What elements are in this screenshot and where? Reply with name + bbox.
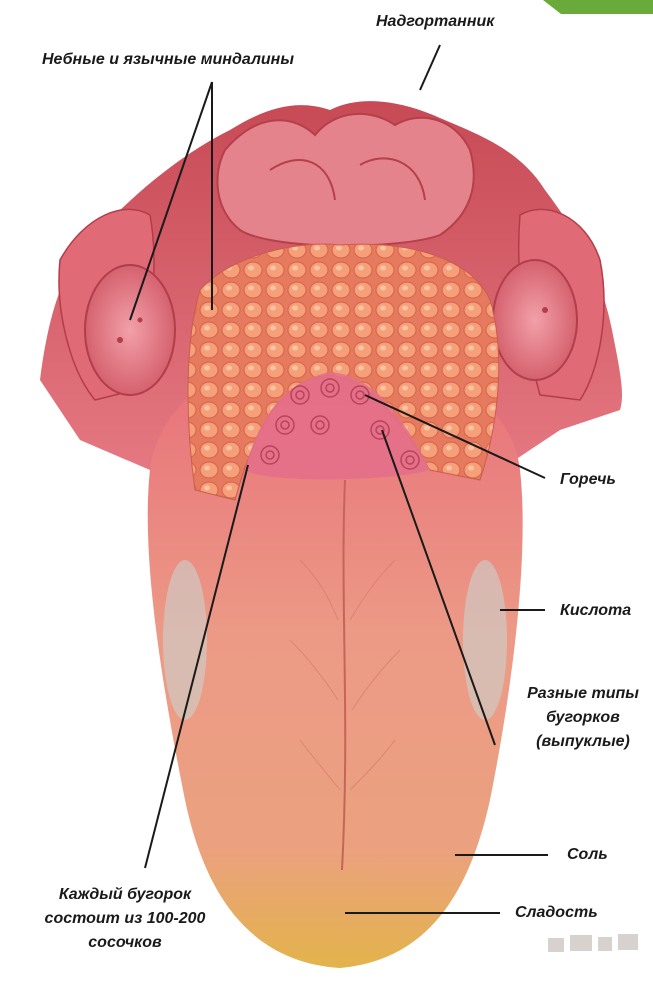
label-tonsils: Небные и язычные миндалины xyxy=(42,50,294,70)
sour-zone-left xyxy=(163,560,207,720)
label-bitter: Горечь xyxy=(560,470,616,490)
label-papillae-types: Разные типы бугорков (выпуклые) xyxy=(513,684,653,752)
label-bump-note: Каждый бугорок состоит из 100-200 сосочк… xyxy=(25,885,225,953)
left-tonsil xyxy=(85,265,175,395)
label-sour: Кислота xyxy=(560,601,631,621)
label-bump-line-1: Каждый бугорок xyxy=(25,885,225,905)
label-papillae-line-3: (выпуклые) xyxy=(513,732,653,752)
label-bump-line-2: состоит из 100-200 xyxy=(25,909,225,929)
label-epiglottis: Надгортанник xyxy=(376,12,494,32)
sour-zone-right xyxy=(463,560,507,720)
label-sweet: Сладость xyxy=(515,903,598,923)
leader-epiglottis xyxy=(420,45,440,90)
label-salt: Соль xyxy=(567,845,608,865)
label-papillae-line-2: бугорков xyxy=(513,708,653,728)
corner-accent xyxy=(543,0,653,14)
label-bump-line-3: сосочков xyxy=(25,933,225,953)
epiglottis-shape xyxy=(217,114,473,246)
right-tonsil xyxy=(493,260,577,380)
faint-marks xyxy=(548,934,638,952)
label-papillae-line-1: Разные типы xyxy=(513,684,653,704)
